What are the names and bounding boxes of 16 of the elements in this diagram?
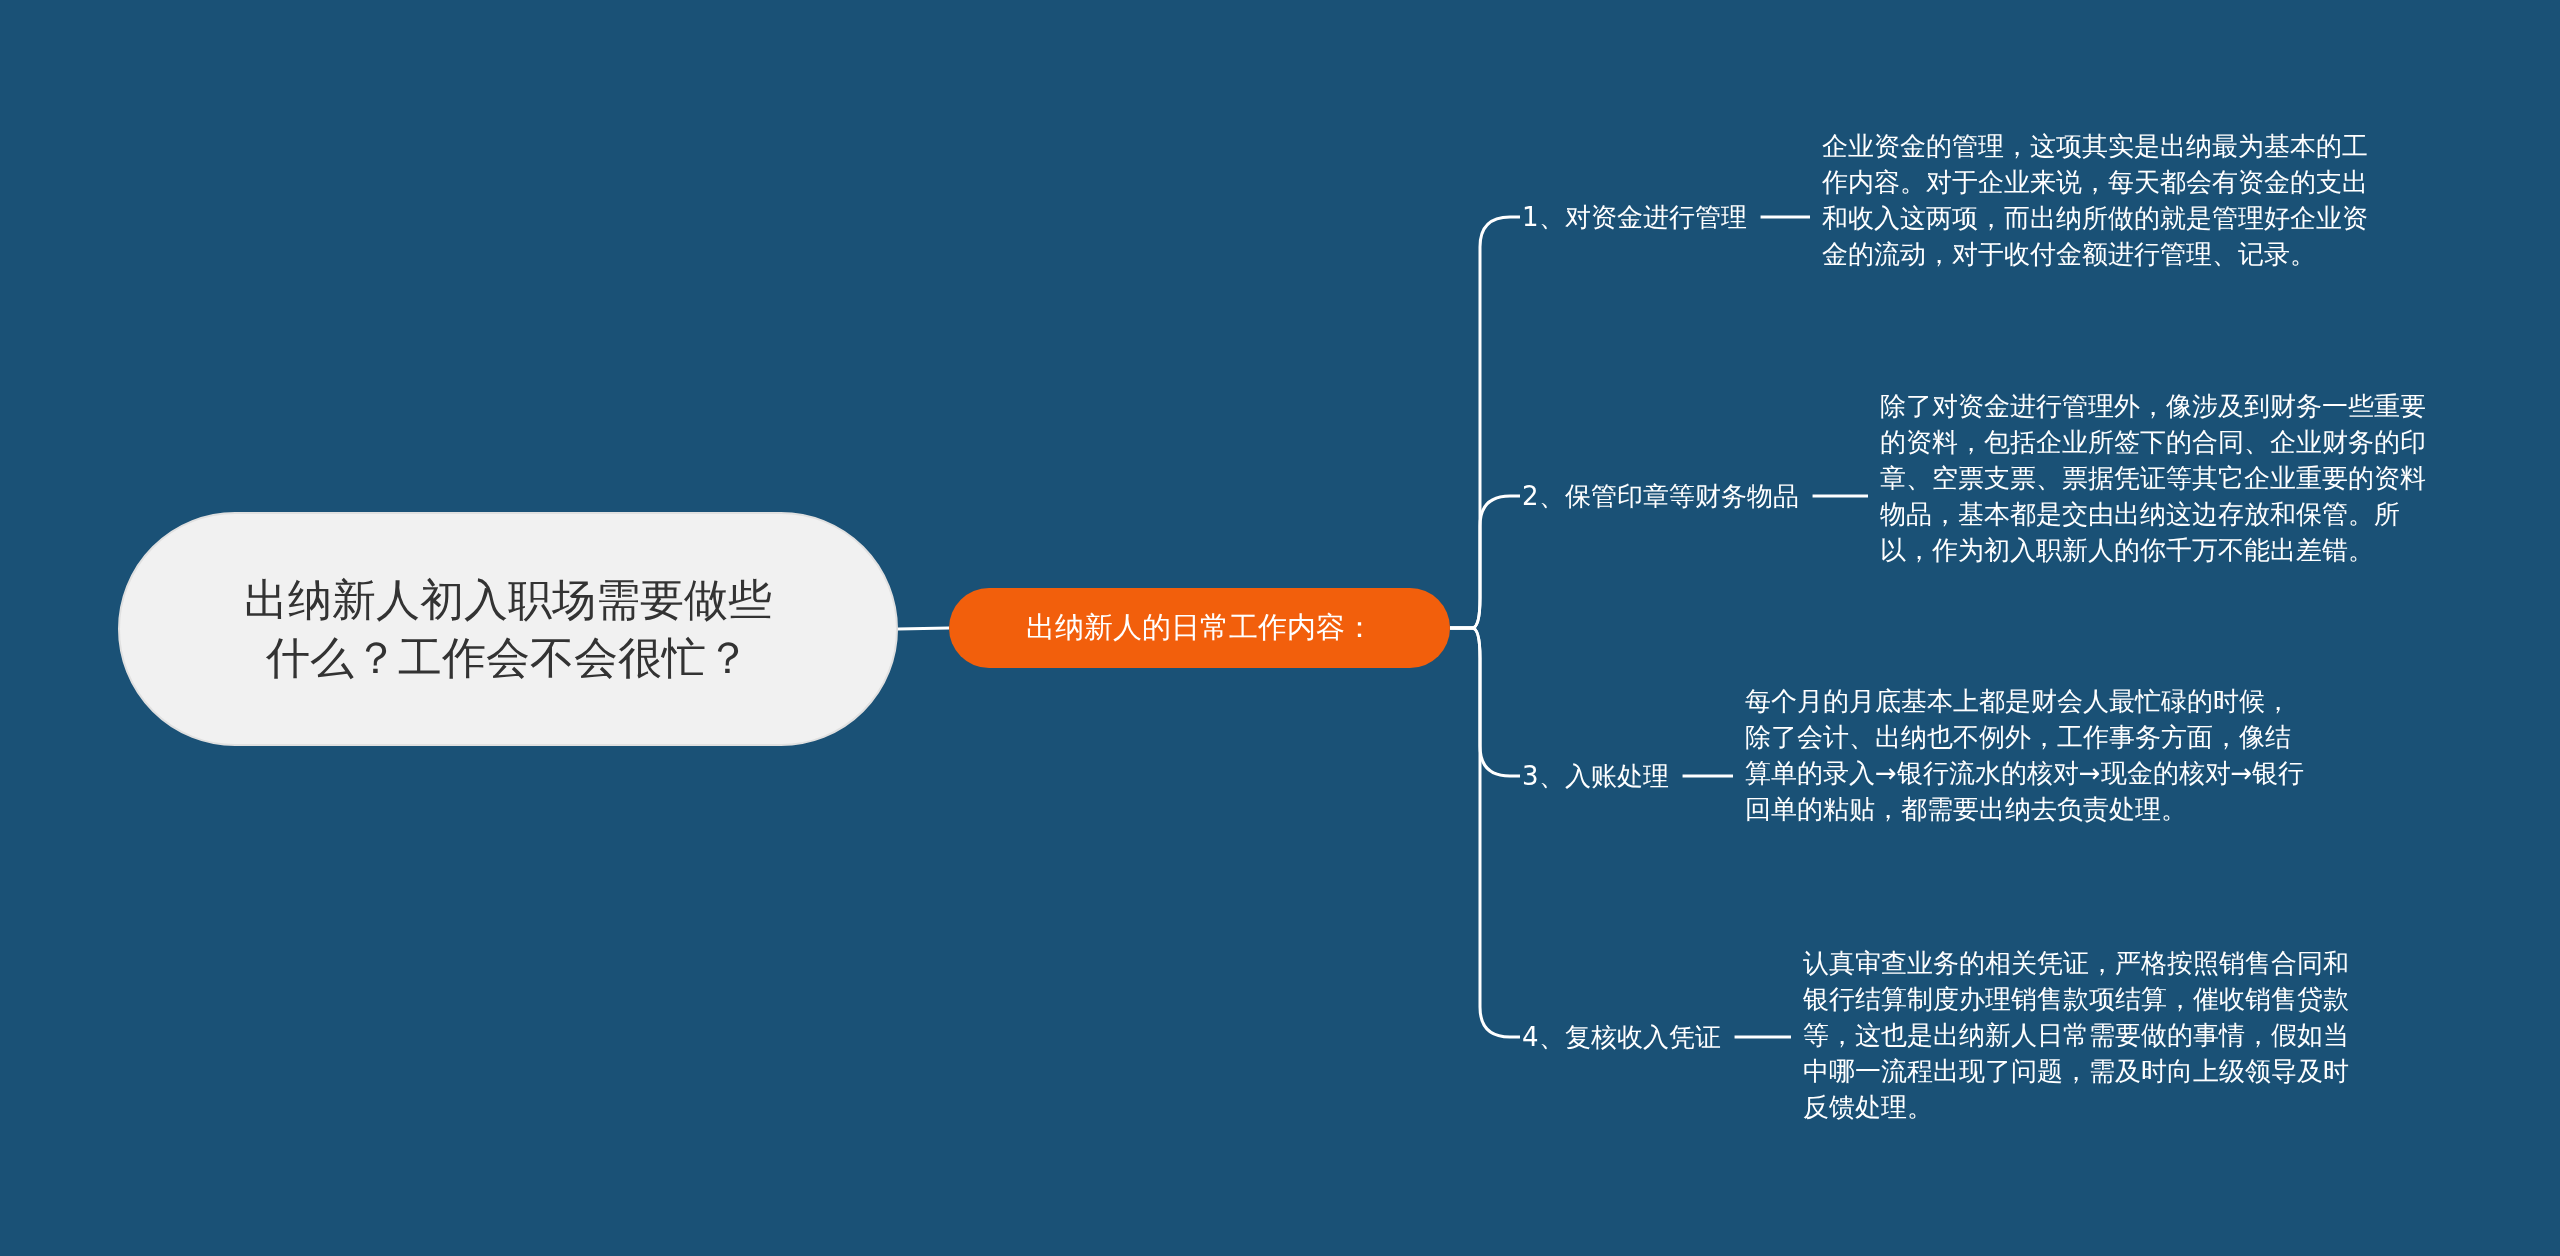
connector-line xyxy=(1812,494,1868,498)
topic-text: 出纳新人初入职场需要做些什么？工作会不会很忙？ xyxy=(243,573,773,685)
branch-label: 4、复核收入凭证 xyxy=(1522,1019,1721,1055)
connector-line xyxy=(1682,774,1733,778)
detail-text: 每个月的月底基本上都是财会人最忙碌的时候，除了会计、出纳也不例外，工作事务方面，像结算单的录入→银行流水的核对→现金的核对→银行回单的粘贴，都需要出纳去负责处理。 xyxy=(1745,683,2305,827)
connector-line xyxy=(897,626,950,631)
connector-line xyxy=(1734,1035,1791,1039)
detail-text: 认真审查业务的相关凭证，严格按照销售合同和银行结算制度办理销售款项结算，催收销售贷款等，这也是出纳新人日常需要做的事情，假如当中哪一流程出现了问题，需及时向上级领导及时反馈处理。 xyxy=(1803,945,2363,1125)
branch-label: 2、保管印章等财务物品 xyxy=(1522,478,1799,514)
detail-text: 除了对资金进行管理外，像涉及到财务一些重要的资料，包括企业所签下的合同、企业财务的印章、空票支票、票据凭证等其它企业重要的资料物品，基本都是交由出纳这边存放和保管。所以，作为初入职新人的你千万不能出差错。 xyxy=(1880,388,2440,568)
subtopic-pill: 出纳新人的日常工作内容： xyxy=(949,588,1450,668)
branch-label: 1、对资金进行管理 xyxy=(1522,199,1747,235)
branch-label: 3、入账处理 xyxy=(1522,758,1669,794)
detail-text: 企业资金的管理，这项其实是出纳最为基本的工作内容。对于企业来说，每天都会有资金的支出和收入这两项，而出纳所做的就是管理好企业资金的流动，对于收付金额进行管理、记录。 xyxy=(1822,128,2382,272)
connector-line xyxy=(1760,215,1810,219)
connector-line xyxy=(1450,626,1520,1039)
